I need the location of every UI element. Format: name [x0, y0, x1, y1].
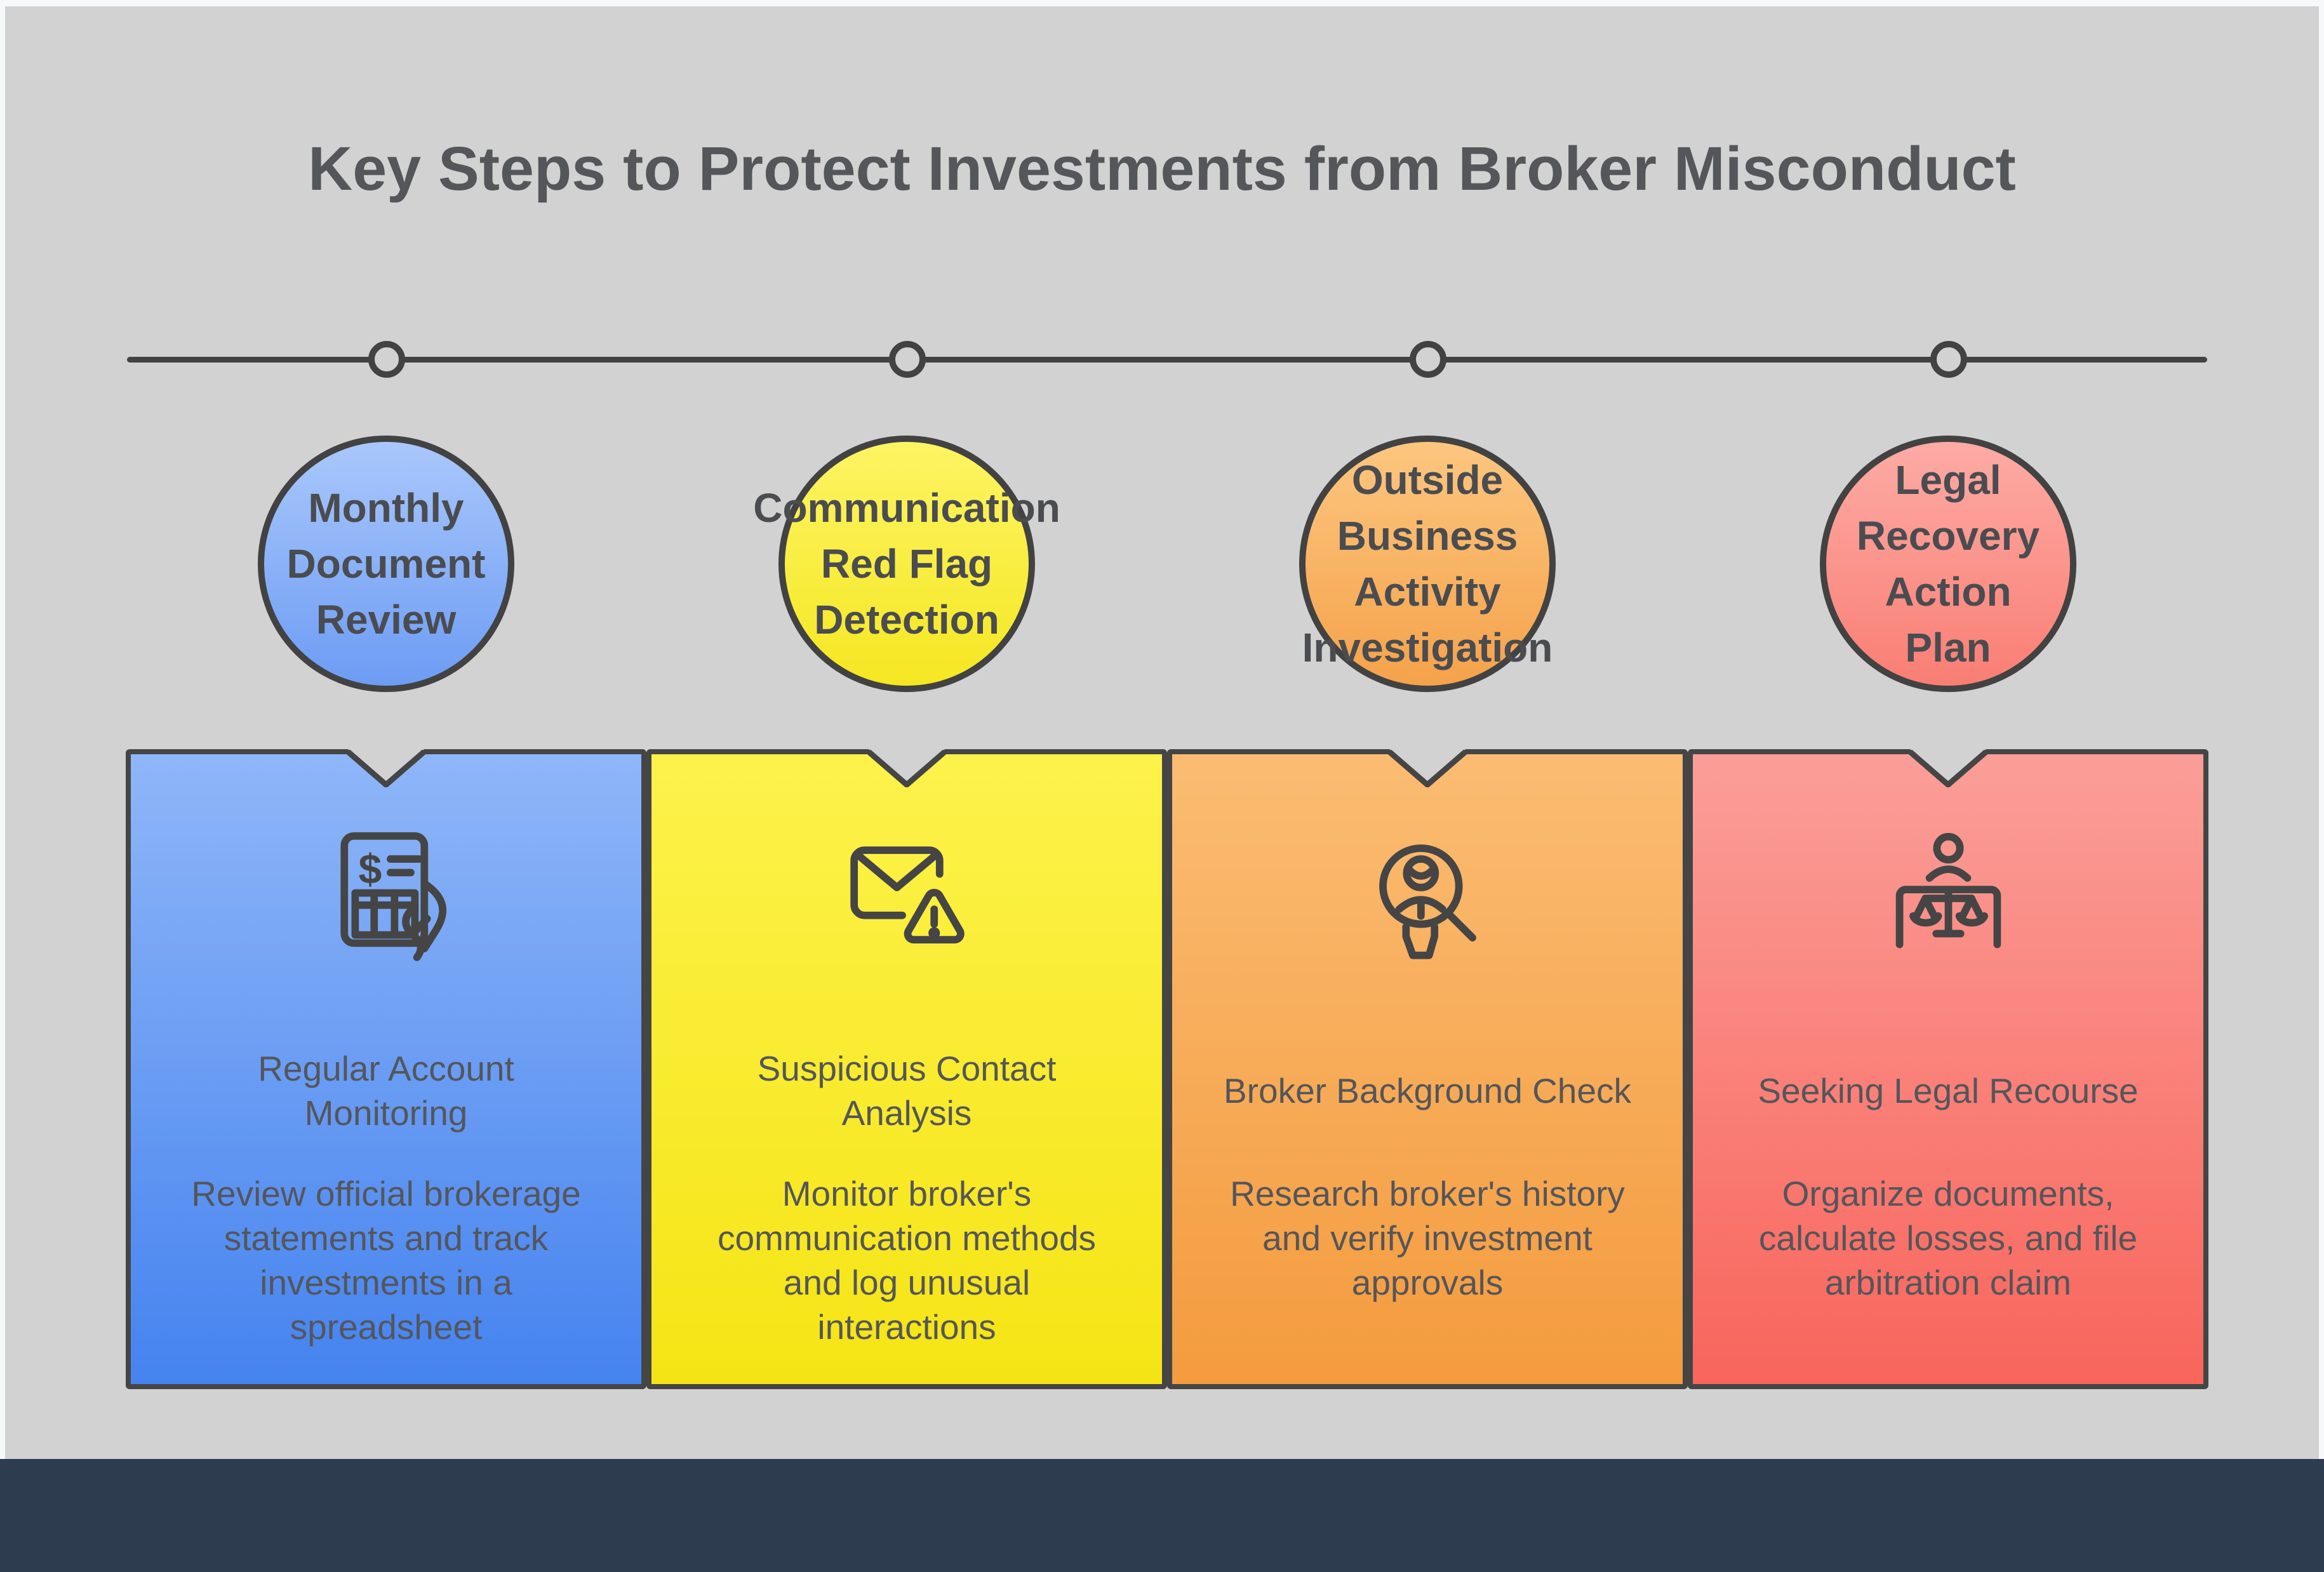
- card-body: Review official brokerage statements and…: [191, 1174, 581, 1347]
- card-body: Research broker's history and verify inv…: [1230, 1174, 1625, 1302]
- timeline-line: [127, 357, 2207, 363]
- card-body: Monitor broker's communication methods a…: [717, 1174, 1097, 1347]
- step-circle-label: Outside Business Activity Investigation: [1302, 457, 1553, 670]
- card-title: Regular Account Monitoring: [258, 1049, 514, 1133]
- broker-search-icon: [1353, 830, 1502, 980]
- card-title: Suspicious Contact Analysis: [757, 1049, 1057, 1133]
- mail-alert-icon: [832, 830, 982, 980]
- card-notch: [867, 749, 946, 787]
- legal-scales-icon: [1874, 830, 2023, 980]
- step-circle-label: Communication Red Flag Detection: [753, 485, 1060, 643]
- step-circle-label: Legal Recovery Action Plan: [1856, 457, 2040, 670]
- card-notch: [347, 749, 425, 787]
- card-monthly-document-review: $ Regular Account Monitoring Review offi…: [126, 749, 646, 1389]
- step-circle-outside-business-activity-investigation: Outside Business Activity Investigation: [1299, 436, 1556, 692]
- statement-dollar-hand-icon: $: [312, 830, 461, 980]
- timeline-node-3: [1410, 341, 1446, 378]
- step-circle-communication-red-flag-detection: Communication Red Flag Detection: [753, 436, 1060, 692]
- card-title: Seeking Legal Recourse: [1758, 1071, 2139, 1110]
- timeline-node-1: [368, 341, 405, 378]
- step-circle-monthly-document-review: Monthly Document Review: [258, 436, 514, 692]
- page-title: Key Steps to Protect Investments from Br…: [308, 134, 2016, 203]
- card-body: Organize documents, calculate losses, an…: [1758, 1174, 2138, 1302]
- timeline-node-4: [1930, 341, 1967, 378]
- svg-text:$: $: [358, 846, 382, 893]
- card-suspicious-contact-analysis: Suspicious Contact Analysis Monitor brok…: [646, 749, 1167, 1389]
- card-title: Broker Background Check: [1224, 1071, 1631, 1110]
- step-circle-legal-recovery-action-plan: Legal Recovery Action Plan: [1820, 436, 2076, 692]
- step-circle-label: Monthly Document Review: [286, 485, 486, 643]
- card-notch: [1909, 749, 1987, 787]
- card-broker-background-check: Broker Background Check Research broker'…: [1167, 749, 1688, 1389]
- timeline-node-2: [889, 341, 926, 378]
- footer-bar: [0, 1459, 2324, 1572]
- card-seeking-legal-recourse: Seeking Legal Recourse Organize document…: [1688, 749, 2208, 1389]
- stage-background: Key Steps to Protect Investments from Br…: [5, 6, 2319, 1459]
- card-notch: [1388, 749, 1467, 787]
